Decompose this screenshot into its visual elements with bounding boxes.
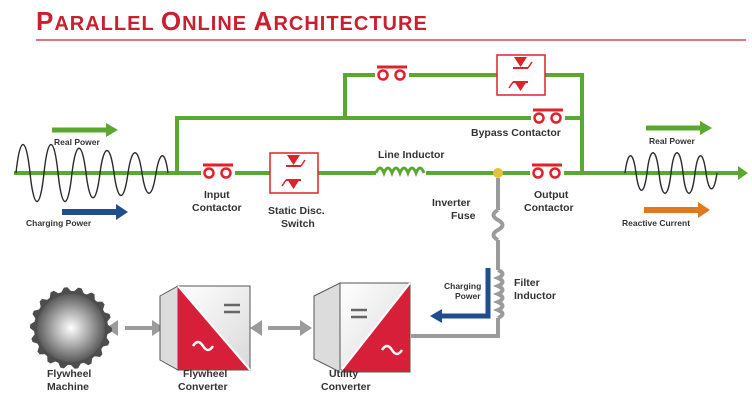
reactive-current-right-arrow: [644, 202, 710, 218]
output-contactor-label-1: Output: [534, 189, 569, 201]
output-arrowhead: [738, 166, 748, 180]
left-sine-wave: [15, 143, 169, 203]
input-contactor: [201, 163, 235, 179]
input-contactor-label-1: Input: [204, 189, 230, 201]
top-loop-contactor: [375, 65, 409, 81]
real-power-right-arrow: [646, 121, 712, 135]
output-contactor: [530, 163, 564, 179]
charging-power-mid-arrow: [430, 268, 491, 323]
inverter-fuse-label-2: Fuse: [451, 210, 476, 222]
static-switch-label-2: Switch: [281, 218, 315, 230]
input-contactor-label-2: Contactor: [192, 202, 242, 214]
output-contactor-label-2: Contactor: [524, 202, 574, 214]
static-switch-label-1: Static Disc.: [268, 205, 325, 217]
static-disc-switch: [269, 152, 319, 194]
flywheel-converter-label-1: Flywheel: [183, 368, 227, 380]
page-title: PARALLEL ONLINE ARCHITECTURE: [36, 6, 746, 41]
real-power-left-label: Real Power: [54, 137, 101, 147]
bypass-contactor-label: Bypass Contactor: [471, 127, 561, 139]
right-sine-wave: [624, 152, 718, 194]
real-power-right-label: Real Power: [649, 136, 696, 146]
svg-text:PARALLEL ONLINE ARCHITECTURE: PARALLEL ONLINE ARCHITECTURE: [36, 6, 428, 36]
utility-converter-label-1: Utility: [329, 368, 358, 380]
flywheel-machine-icon: [30, 287, 112, 369]
bypass-contactor: [531, 108, 565, 124]
power-bus: [14, 73, 740, 175]
line-inductor-label: Line Inductor: [378, 149, 445, 161]
flywheel-machine-label-1: Flywheel: [47, 368, 91, 380]
utility-converter: [313, 282, 411, 373]
line-inductor: [374, 162, 426, 178]
charging-power-mid-label-2: Power: [455, 291, 481, 301]
charging-power-mid-label-1: Charging: [444, 281, 481, 291]
bidirectional-arrow-converters: [250, 320, 312, 336]
reactive-current-right-label: Reactive Current: [622, 218, 690, 228]
charging-power-left-label: Charging Power: [26, 218, 92, 228]
filter-inductor-label-2: Inductor: [514, 290, 556, 302]
charging-power-left-arrow: [62, 204, 128, 220]
top-loop-static-switch: [496, 54, 546, 96]
flywheel-converter-label-2: Converter: [178, 381, 228, 393]
inverter-fuse-label-1: Inverter: [432, 197, 471, 209]
junction-node: [493, 168, 503, 178]
filter-inductor-label-1: Filter: [514, 277, 540, 289]
flywheel-converter: [159, 285, 251, 371]
real-power-left-arrow: [52, 123, 118, 137]
utility-converter-label-2: Converter: [321, 381, 371, 393]
flywheel-machine-label-2: Machine: [47, 381, 89, 393]
